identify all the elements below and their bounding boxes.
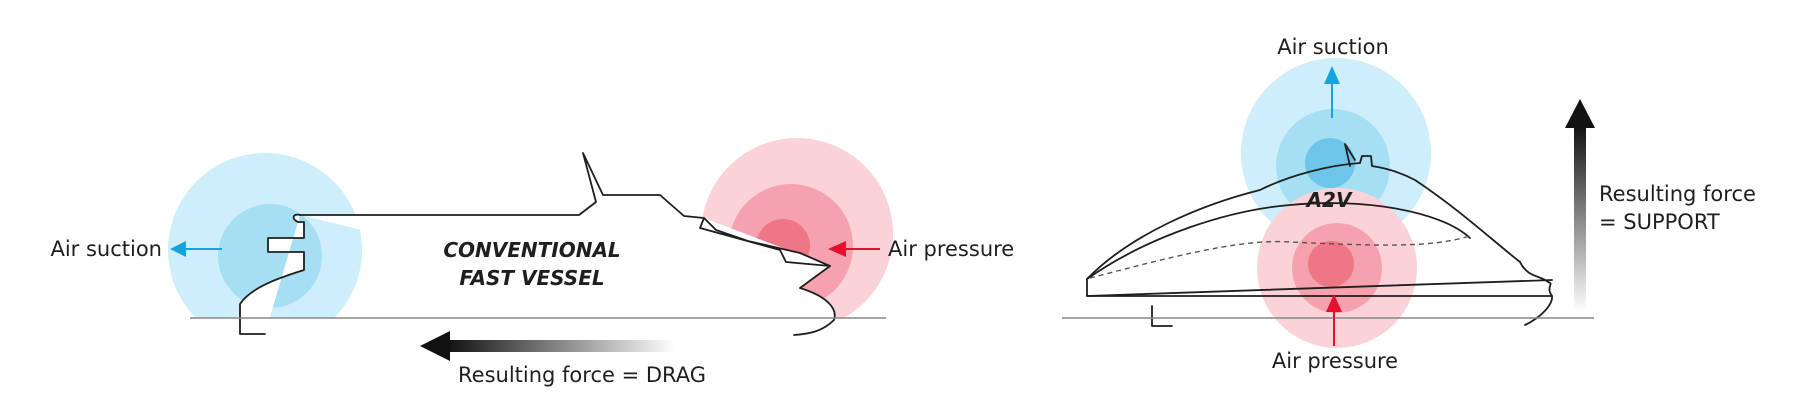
support-force-label: Resulting force [1599, 182, 1756, 206]
a2v-stern-fin [1151, 305, 1173, 327]
support-force-label-2: = SUPPORT [1599, 210, 1720, 234]
top-suction-arrow [1324, 66, 1340, 118]
a2v-keel-line [1086, 279, 1553, 297]
left-air-pressure-label: Air pressure [888, 237, 1014, 261]
drag-force-arrow [420, 331, 675, 361]
conventional-vessel-diagram: CONVENTIONAL FAST VESSEL Air suction Air… [50, 138, 1014, 387]
conventional-vessel-label: CONVENTIONAL [443, 238, 620, 262]
drag-force-label: Resulting force = DRAG [458, 363, 706, 387]
stern-transom [239, 213, 305, 335]
top-air-suction-label: Air suction [1277, 35, 1389, 59]
a2v-mast [1344, 143, 1356, 167]
bottom-air-pressure-label: Air pressure [1272, 349, 1398, 373]
a2v-bow-line [1524, 295, 1553, 326]
left-suction-arrow [170, 241, 222, 257]
a2v-vessel-label: A2V [1305, 188, 1353, 212]
a2v-deck-line [1086, 202, 1471, 280]
conventional-hull [299, 152, 836, 336]
bottom-pressure-arrow [1326, 294, 1342, 346]
conventional-vessel-label-2: FAST VESSEL [459, 266, 604, 290]
support-force-arrow [1565, 99, 1595, 312]
a2v-vessel-diagram: A2V Air suction Air pressure Resulting f… [1062, 35, 1756, 373]
a2v-chine-dashed [1089, 235, 1471, 279]
bottom-pressure-zone [1257, 188, 1417, 348]
left-pressure-arrow [828, 241, 880, 257]
left-air-suction-label: Air suction [50, 237, 162, 261]
a2v-hull [1086, 155, 1553, 297]
